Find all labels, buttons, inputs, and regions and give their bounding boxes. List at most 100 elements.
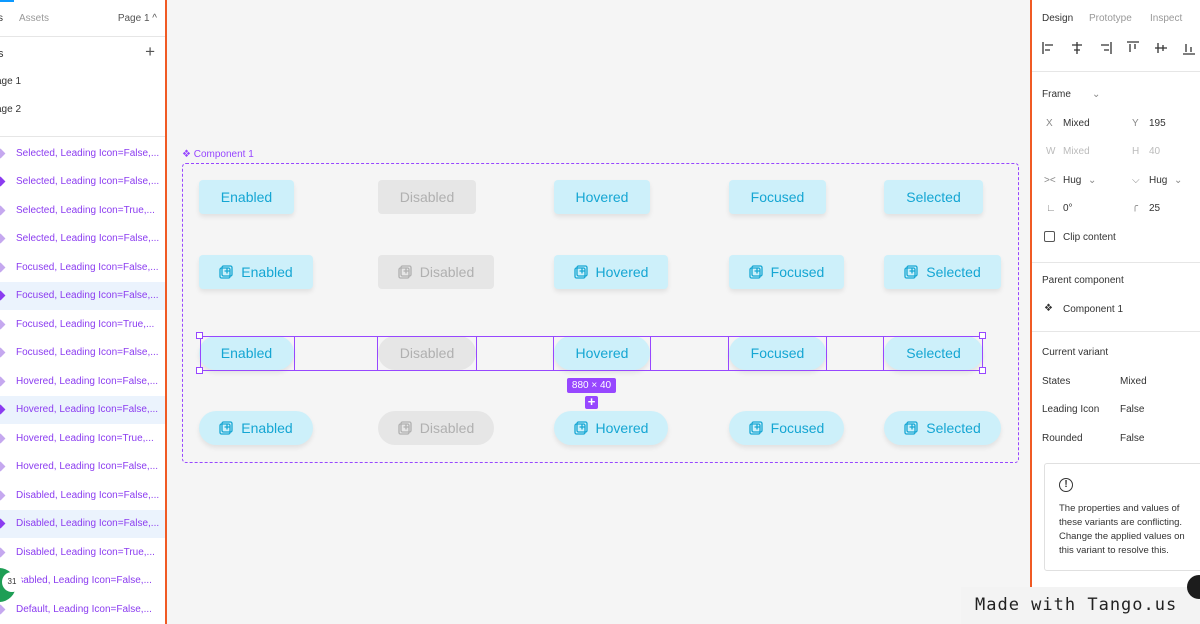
layer-item[interactable]: Selected, Leading Icon=False,... <box>0 139 165 168</box>
component-variant-icon <box>0 490 6 501</box>
layer-item[interactable]: Focused, Leading Icon=True,... <box>0 310 165 339</box>
selection-divider <box>883 336 884 371</box>
page-item-2[interactable]: age 2 <box>0 97 165 125</box>
layer-name: Disabled, Leading Icon=False,... <box>16 489 160 501</box>
hug-width-icon: >< <box>1044 175 1056 186</box>
tab-prototype[interactable]: Prototype <box>1089 13 1132 24</box>
layer-item[interactable]: Selected, Leading Icon=False,... <box>0 168 165 197</box>
component-set-frame[interactable] <box>182 163 1019 463</box>
tab-design[interactable]: Design <box>1042 13 1074 24</box>
layer-item[interactable]: Focused, Leading Icon=False,... <box>0 339 165 368</box>
hug-height-select[interactable]: Hug <box>1149 175 1168 186</box>
variant-button-disabled[interactable]: Disabled <box>378 255 494 289</box>
layer-item[interactable]: Default, Leading Icon=False,... <box>0 595 165 624</box>
variant-button-hovered[interactable]: Hovered <box>554 180 650 214</box>
button-label: Hovered <box>575 189 629 205</box>
add-page-button[interactable]: + <box>145 42 155 61</box>
align-bottom-icon[interactable] <box>1182 41 1196 55</box>
add-variant-button[interactable]: + <box>585 395 598 409</box>
prop-select-leading-icon[interactable]: False <box>1120 404 1145 415</box>
selection-divider <box>294 336 295 371</box>
variant-button-selected[interactable]: Selected <box>884 255 1001 289</box>
layer-item[interactable]: Focused, Leading Icon=False,... <box>0 253 165 282</box>
resize-handle-top-right[interactable] <box>979 332 986 339</box>
variant-button-hovered[interactable]: Hovered <box>554 255 668 289</box>
resize-handle-bottom-left[interactable] <box>196 367 203 374</box>
x-input[interactable]: Mixed <box>1063 118 1090 129</box>
variant-button-enabled[interactable]: Enabled <box>199 180 294 214</box>
button-label: Disabled <box>419 420 475 436</box>
prop-select-states[interactable]: Mixed <box>1120 376 1147 387</box>
variant-button-enabled[interactable]: Enabled <box>199 411 313 445</box>
layer-item[interactable]: Focused, Leading Icon=False,... <box>0 281 165 310</box>
variant-button-selected[interactable]: Selected <box>884 411 1001 445</box>
resize-handle-top-left[interactable] <box>196 332 203 339</box>
variant-button-selected[interactable]: Selected <box>884 336 983 370</box>
button-label: Selected <box>906 189 961 205</box>
layer-item[interactable]: Disabled, Leading Icon=False,... <box>0 509 165 538</box>
tab-inspect[interactable]: Inspect <box>1150 13 1183 24</box>
variant-button-hovered[interactable]: Hovered <box>554 411 668 445</box>
variant-button-focused[interactable]: Focused <box>729 180 826 214</box>
w-input[interactable]: Mixed <box>1063 146 1090 157</box>
add-library-icon <box>904 265 926 279</box>
layer-item[interactable]: Disabled, Leading Icon=False,... <box>0 481 165 510</box>
resize-handle-bottom-right[interactable] <box>979 367 986 374</box>
h-input[interactable]: 40 <box>1149 146 1161 157</box>
add-library-icon <box>398 421 420 435</box>
page-selector[interactable]: Page 1 ^ <box>117 13 157 24</box>
variant-button-enabled[interactable]: Enabled <box>199 255 313 289</box>
component-variant-icon <box>0 547 6 558</box>
variant-conflict-warning: ! The properties and values of these var… <box>1044 463 1200 571</box>
parent-component-link[interactable]: Component 1 <box>1063 304 1124 315</box>
layer-item[interactable]: Hovered, Leading Icon=False,... <box>0 453 165 482</box>
layer-name: Focused, Leading Icon=False,... <box>16 261 159 273</box>
variant-button-disabled[interactable]: Disabled <box>378 336 476 370</box>
canvas[interactable] <box>169 0 1030 624</box>
component-label[interactable]: ❖ Component 1 <box>182 149 254 160</box>
align-top-icon[interactable] <box>1126 41 1140 55</box>
layer-item[interactable]: isabled, Leading Icon=False,... <box>0 567 165 596</box>
component-name: Component 1 <box>193 149 254 160</box>
variant-button-focused[interactable]: Focused <box>729 411 844 445</box>
layer-item[interactable]: Hovered, Leading Icon=False,... <box>0 395 165 424</box>
layer-item[interactable]: Hovered, Leading Icon=False,... <box>0 367 165 396</box>
layer-item[interactable]: Selected, Leading Icon=False,... <box>0 225 165 254</box>
clip-content-checkbox[interactable] <box>1044 231 1055 242</box>
alignment-toolbar <box>1032 37 1200 72</box>
align-vertical-center-icon[interactable] <box>1154 41 1168 55</box>
variant-button-enabled[interactable]: Enabled <box>199 336 294 370</box>
selection-box[interactable] <box>200 336 983 371</box>
tab-layers[interactable]: s <box>0 13 3 24</box>
variant-button-focused[interactable]: Focused <box>729 336 826 370</box>
variant-button-disabled[interactable]: Disabled <box>378 411 494 445</box>
layer-item[interactable]: Selected, Leading Icon=True,... <box>0 196 165 225</box>
tab-assets[interactable]: Assets <box>19 13 50 24</box>
component-variant-icon <box>0 433 6 444</box>
corner-radius-input[interactable]: 25 <box>1149 203 1161 214</box>
page-item-1[interactable]: age 1 <box>0 69 165 97</box>
add-library-icon <box>573 265 596 279</box>
layer-item[interactable]: Disabled, Leading Icon=True,... <box>0 538 165 567</box>
variant-button-focused[interactable]: Focused <box>729 255 844 289</box>
layer-item[interactable]: Hovered, Leading Icon=True,... <box>0 424 165 453</box>
variant-button-disabled[interactable]: Disabled <box>378 180 476 214</box>
variant-button-selected[interactable]: Selected <box>884 180 983 214</box>
component-variant-icon <box>0 290 6 301</box>
chevron-down-icon[interactable]: ⌄ <box>1092 89 1101 100</box>
align-right-icon[interactable] <box>1098 41 1112 55</box>
align-left-icon[interactable] <box>1042 41 1056 55</box>
y-label: Y <box>1132 118 1139 129</box>
variant-button-hovered[interactable]: Hovered <box>554 336 650 370</box>
frame-title[interactable]: Frame <box>1042 89 1071 100</box>
y-input[interactable]: 195 <box>1149 118 1166 129</box>
floating-action-dot[interactable] <box>1187 575 1200 599</box>
right-panel-tabs: Design Prototype Inspect <box>1032 0 1200 37</box>
prop-select-rounded[interactable]: False <box>1120 433 1145 444</box>
rotation-input[interactable]: 0° <box>1063 203 1073 214</box>
hug-width-select[interactable]: Hug <box>1063 175 1082 186</box>
add-library-icon <box>748 265 771 279</box>
align-horizontal-center-icon[interactable] <box>1070 41 1084 55</box>
add-library-icon <box>219 265 241 279</box>
component-variant-icon <box>0 347 6 358</box>
